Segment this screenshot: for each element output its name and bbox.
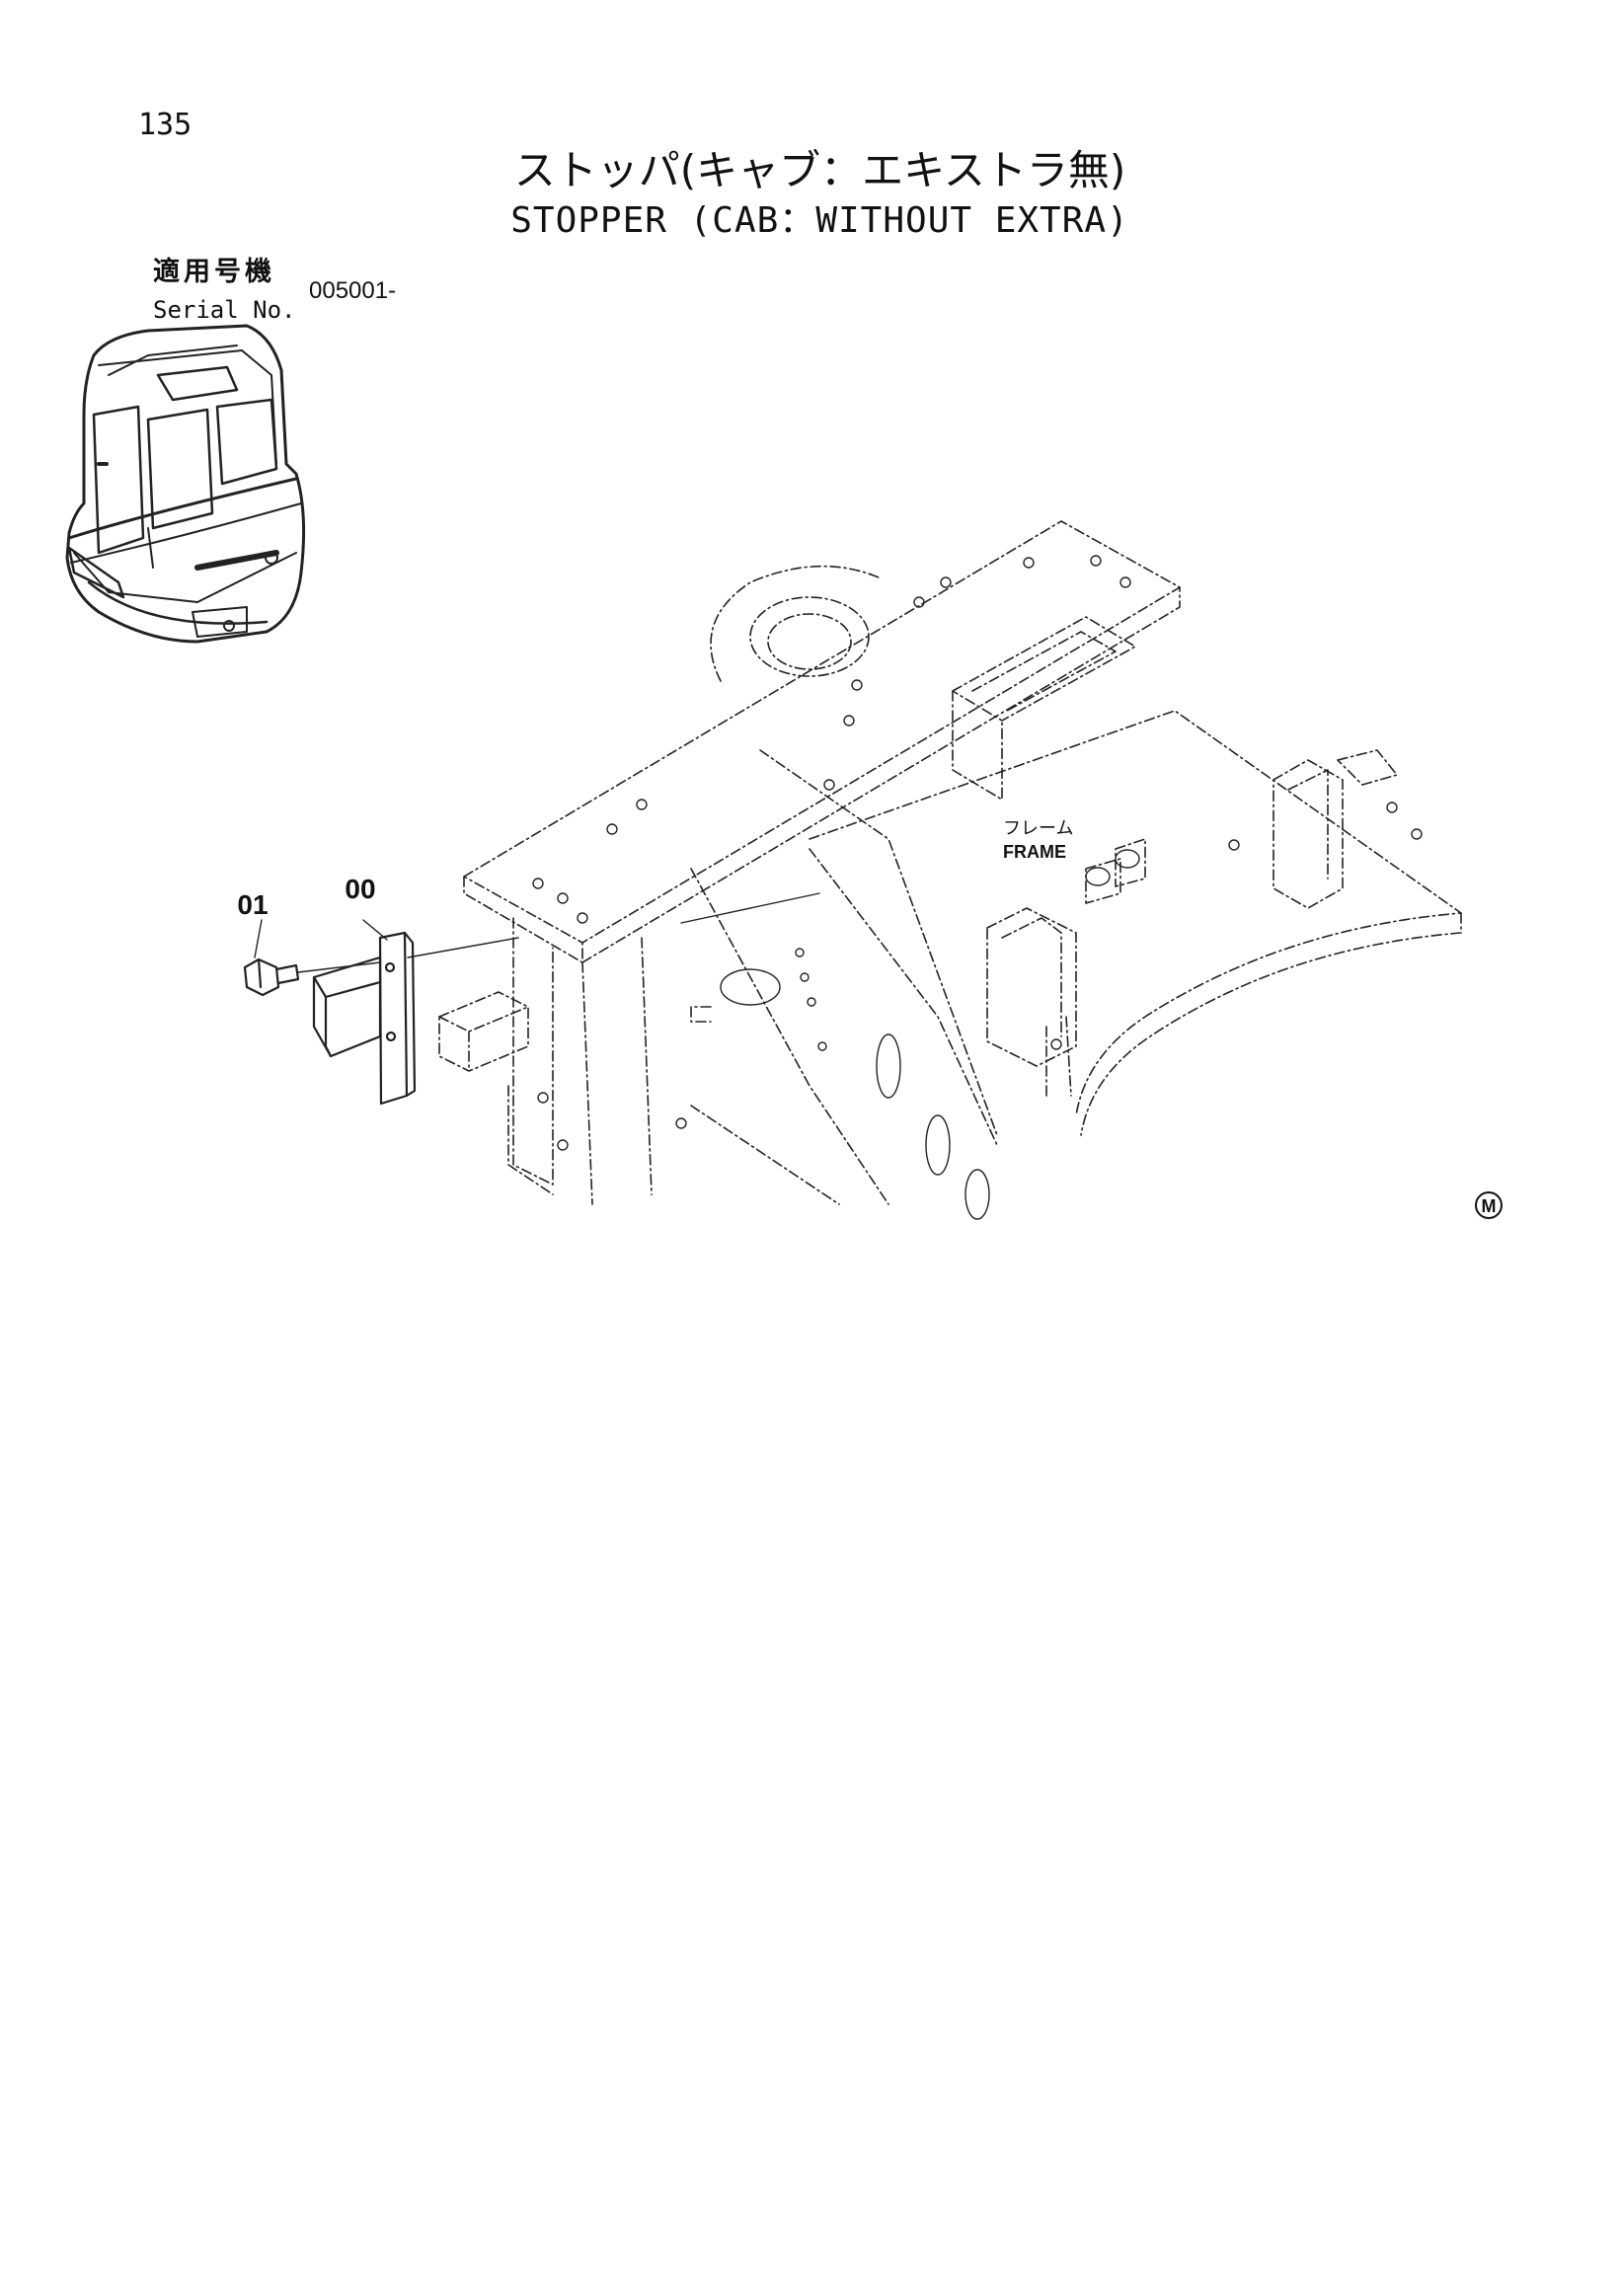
callout-00: 00 bbox=[345, 874, 375, 904]
circled-m-letter: M bbox=[1482, 1196, 1497, 1216]
bolt-holes bbox=[532, 555, 1423, 1220]
frame-assembly bbox=[438, 520, 1462, 1205]
circled-m-icon: M bbox=[1475, 1191, 1503, 1219]
frame-label-jp: フレーム bbox=[1003, 818, 1073, 839]
page-title-en: STOPPER (CAB：WITHOUT EXTRA) bbox=[510, 200, 1129, 241]
stopper-part bbox=[312, 931, 417, 1106]
leader-lines bbox=[254, 892, 820, 973]
callout-01: 01 bbox=[237, 889, 268, 920]
page-title-jp: ストッパ(キャブ：エキストラ無) bbox=[513, 146, 1126, 194]
bolt-part bbox=[243, 957, 300, 997]
serial-value: 005001- bbox=[309, 277, 397, 304]
cab-thumbnail-icon bbox=[65, 324, 306, 644]
serial-label-jp: 適用号機 bbox=[153, 257, 275, 287]
serial-label-en: Serial No. bbox=[153, 296, 296, 324]
page-number: 135 bbox=[138, 108, 193, 142]
frame-label-en: FRAME bbox=[1003, 842, 1066, 862]
